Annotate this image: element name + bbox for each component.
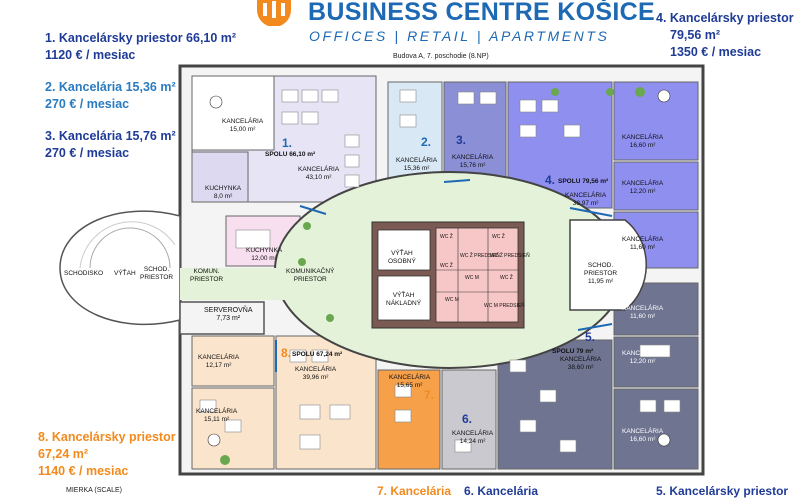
room-4b — [613, 161, 699, 211]
wc-label-2: WC Ž — [492, 234, 505, 240]
offer-4: 4. Kancelársky priestor 79,56 m² 1350 € … — [656, 10, 794, 61]
offer-3-title: 3. Kancelária 15,76 m² — [45, 129, 176, 143]
room-3-number: 3. — [456, 133, 467, 147]
offer-2-price: 270 € / mesiac — [45, 97, 130, 111]
server-room — [179, 301, 265, 335]
bottom-label-7: 7. Kancelária — [377, 484, 452, 498]
room-4-number: 4. — [545, 173, 556, 187]
left-stair-label: SCHOD.PRIESTOR — [140, 266, 174, 281]
room-8-total: SPOLU 67,24 m² — [292, 351, 343, 358]
offer-1-price: 1120 € / mesiac — [45, 48, 136, 62]
wc-block — [435, 227, 519, 323]
offer-8-title: 8. Kancelársky priestor — [38, 430, 176, 444]
offer-2: 2. Kancelária 15,36 m² 270 € / mesiac — [45, 79, 176, 113]
wc-label-4: WC Ž — [440, 263, 453, 269]
room-5-total: SPOLU 79 m² — [552, 348, 594, 355]
room-1a — [191, 75, 275, 151]
room-6-number: 6. — [462, 412, 473, 426]
right-stair — [569, 219, 648, 311]
wc-label-8: WC M PREDSIEŇ — [484, 303, 525, 309]
stair-rotunda — [59, 210, 181, 326]
toilet-markers — [207, 89, 671, 447]
building-label: Budova A, 7. poschodie (8.NP) — [393, 53, 489, 60]
offer-4-title: 4. Kancelársky priestor — [656, 11, 794, 25]
wc-label-6: WC Ž PREDSIEŇ — [490, 253, 530, 259]
room-6 — [441, 369, 497, 470]
offer-8: 8. Kancelársky priestor 67,24 m² 1140 € … — [38, 429, 176, 480]
room-1-kitchen — [191, 151, 249, 203]
offer-1: 1. Kancelársky priestor 66,10 m² 1120 € … — [45, 30, 236, 64]
brand-title: BUSINESS CENTRE KOŠICE — [308, 0, 655, 26]
bottom-label-5: 5. Kancelársky priestor — [656, 484, 789, 498]
room-4a — [613, 81, 699, 161]
partitions — [275, 179, 613, 372]
wc-label-7: WC M — [445, 297, 459, 303]
room-4-total: SPOLU 79,56 m² — [558, 178, 609, 185]
furniture — [199, 89, 681, 453]
wc-label-9: WC Ž — [500, 275, 513, 281]
room-1-total: SPOLU 66,10 m² — [265, 151, 316, 158]
schodisko-label: SCHODISKO — [64, 270, 104, 277]
offer-2-title: 2. Kancelária 15,36 m² — [45, 80, 176, 94]
room-5-number: 5. — [585, 330, 596, 344]
wc-label-3: WC Ž PREDSIEŇ — [460, 253, 500, 259]
offer-4-price: 1350 € / mesiac — [670, 45, 762, 59]
offer-3-price: 270 € / mesiac — [45, 146, 130, 160]
scale-label: MIERKA (SCALE) — [66, 487, 123, 494]
room-7-number: 7. — [424, 388, 435, 402]
logo-icon — [257, 0, 291, 26]
elevator-passenger — [377, 229, 431, 271]
offer-8-area: 67,24 m² — [38, 447, 89, 461]
room-2-number: 2. — [421, 135, 432, 149]
room-8-number: 8. — [281, 346, 292, 360]
bottom-label-6: 6. Kancelária — [464, 484, 539, 498]
plants — [220, 87, 645, 465]
brand-tagline: OFFICES | RETAIL | APARTMENTS — [309, 28, 610, 44]
room-8a — [191, 335, 275, 387]
elevator-freight — [377, 275, 431, 321]
wc-label-1: WC Ž — [440, 234, 453, 240]
offer-1-title: 1. Kancelársky priestor 66,10 m² — [45, 31, 237, 45]
room-1-number: 1. — [282, 136, 293, 150]
vytah-label: VÝŤAH — [114, 270, 136, 277]
komun-label: KOMUN.PRIESTOR — [190, 268, 224, 283]
offer-8-price: 1140 € / mesiac — [38, 464, 129, 478]
offer-3: 3. Kancelária 15,76 m² 270 € / mesiac — [45, 128, 176, 162]
offer-4-area: 79,56 m² — [670, 28, 721, 42]
wc-label-5: WC M — [465, 275, 479, 281]
